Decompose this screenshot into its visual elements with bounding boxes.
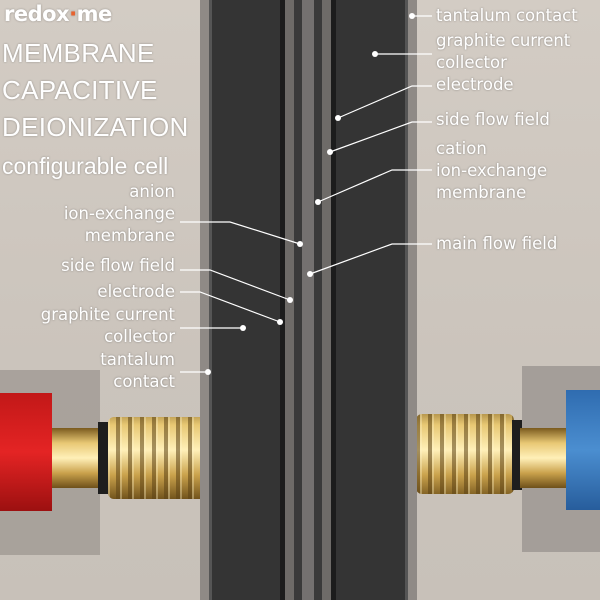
main-flow-field — [302, 0, 314, 600]
left-electrode — [280, 0, 285, 600]
right-tantalum-contact — [408, 0, 417, 600]
title-line-1: MEMBRANE — [2, 38, 155, 68]
label-left-graphite-collector: graphite current collector — [40, 305, 175, 346]
left-gasket — [98, 422, 108, 494]
left-threaded-rod — [108, 417, 206, 499]
leader-dots — [205, 13, 415, 375]
title-line-3: DEIONIZATION — [2, 112, 189, 142]
right-threaded-rod — [416, 414, 514, 494]
right-side-flow-field — [322, 0, 331, 600]
right-electrode — [331, 0, 336, 600]
label-right-side-flow-field: side flow field — [436, 110, 550, 129]
label-right-tantalum-contact: tantalum contact — [436, 6, 578, 25]
label-right-graphite-collector: graphite current collector — [436, 31, 571, 72]
label-anion-membrane: anion ion-exchange membrane — [63, 182, 175, 245]
label-left-side-flow-field: side flow field — [61, 256, 175, 275]
red-connector — [0, 393, 52, 511]
blue-connector — [566, 390, 600, 510]
anion-membrane — [294, 0, 302, 600]
label-left-electrode: electrode — [97, 282, 175, 301]
right-fitting-collar — [520, 428, 568, 488]
label-left-tantalum-contact: tantalum contact — [100, 350, 175, 391]
redoxme-logo: redox·me — [4, 2, 112, 26]
leader-lines — [180, 15, 432, 373]
label-right-electrode: electrode — [436, 75, 514, 94]
title-line-2: CAPACITIVE — [2, 75, 158, 105]
cation-membrane — [314, 0, 322, 600]
diagram-title: MEMBRANE CAPACITIVE DEIONIZATION configu… — [2, 35, 189, 186]
title-subtitle: configurable cell — [2, 153, 169, 179]
label-main-flow-field: main flow field — [436, 234, 558, 253]
right-graphite-collector — [336, 0, 408, 600]
label-cation-membrane: cation ion-exchange membrane — [436, 139, 548, 202]
left-tantalum-contact — [200, 0, 209, 600]
right-gasket — [512, 420, 522, 490]
